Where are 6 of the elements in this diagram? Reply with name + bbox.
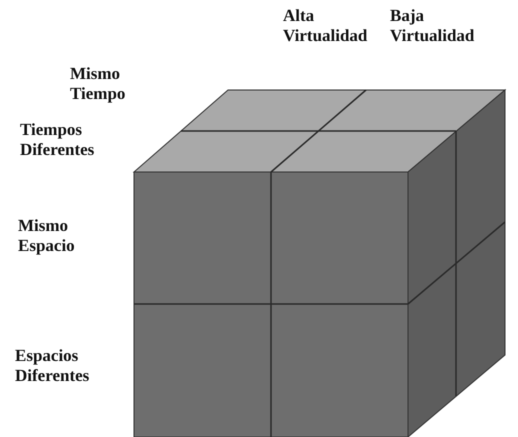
axis-label: Espacios Diferentes xyxy=(15,346,90,386)
axis-label: Tiempos Diferentes xyxy=(20,120,96,160)
axis-label: Mismo Espacio xyxy=(18,216,76,256)
axis-label: Baja Virtualidad xyxy=(390,6,476,46)
axis-label: Mismo Tiempo xyxy=(70,64,126,104)
axis-label: Alta Virtualidad xyxy=(283,6,368,46)
